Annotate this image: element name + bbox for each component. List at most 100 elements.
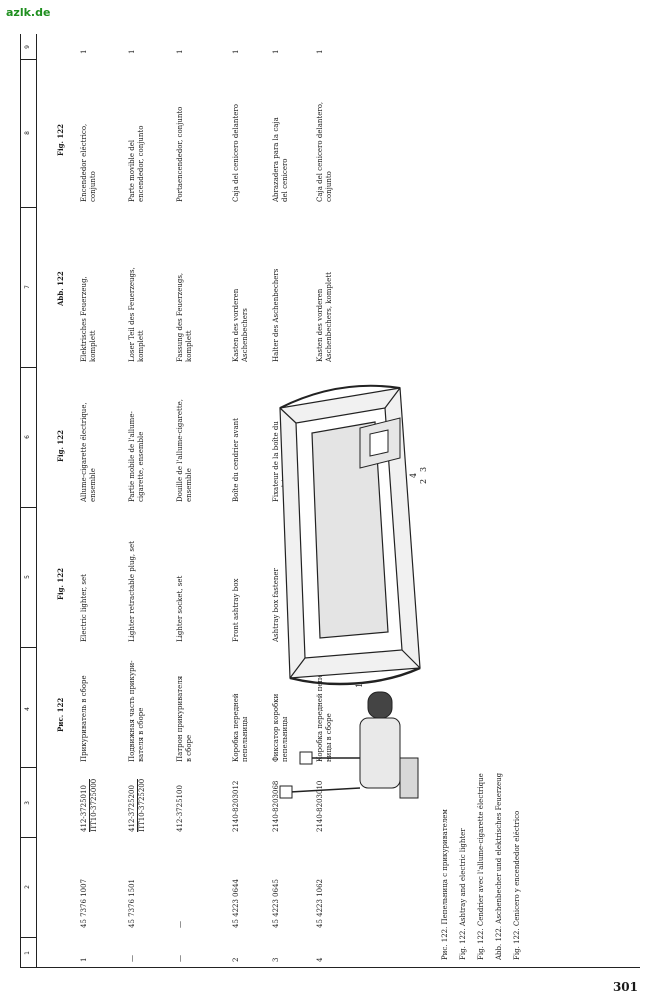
- cell-text-line: komplett: [184, 330, 193, 362]
- cell-text-line: пепельницы: [240, 716, 249, 762]
- column-divider: [20, 837, 36, 838]
- column-number: 1: [24, 951, 31, 955]
- cell-text-line: Прикуриватель в сборе: [80, 675, 88, 762]
- callout-2: 2: [419, 479, 428, 484]
- catalog-number-cell: —: [176, 921, 185, 928]
- position-cell: —: [128, 955, 137, 962]
- position-cell: 3: [272, 958, 281, 962]
- description-en-cell: Lighter socket, set: [176, 576, 185, 642]
- cell-text-line: 3: [272, 957, 280, 962]
- cell-text-line: 1: [232, 49, 240, 54]
- column-divider: [20, 647, 36, 648]
- cell-text-line: в сборе: [184, 734, 193, 762]
- header-en: Fig. 122: [56, 567, 65, 600]
- cell-text-line: 2: [232, 957, 240, 962]
- column-number: 7: [24, 285, 31, 289]
- cell-text-line: Douille de l'allume-cigarette,: [176, 398, 184, 502]
- catalog-number-cell: 45 4223 1062: [316, 879, 325, 928]
- cell-text-line: 45 4223 1062: [316, 879, 324, 928]
- table-header: Рис. 122 Fig. 122 Fig. 122 Abb. 122 Fig.…: [38, 34, 78, 968]
- cell-text-line: komplett: [136, 330, 145, 362]
- cell-text-line: —: [176, 921, 184, 928]
- cell-text-line: Коробка передней: [232, 693, 240, 762]
- header-ru: Рис. 122: [56, 697, 65, 732]
- cell-text-line: Partie mobile de l'allume-: [128, 411, 136, 502]
- cell-text-line: cigarette, ensemble: [136, 431, 145, 502]
- cell-text-line: Encendedor eléctrico,: [80, 123, 88, 202]
- cell-text-line: ensemble: [88, 468, 97, 502]
- column-divider: [20, 59, 36, 60]
- cell-text-line: 412-3725100: [176, 785, 184, 832]
- column-divider: [20, 207, 36, 208]
- cell-text-line: encendedor, conjunto: [136, 125, 145, 202]
- cell-text-line: 1: [272, 49, 280, 54]
- position-cell: 1: [80, 958, 89, 962]
- caption-ru: Рис. 122. Пепельница с прикуривателем: [441, 809, 449, 960]
- cell-text-line: 1: [128, 49, 136, 54]
- description-es-cell: Caja del cenicero delantero,conjunto: [316, 102, 333, 202]
- cell-text-line: conjunto: [324, 171, 333, 202]
- cell-text-line: Патрон прикуривателя: [176, 675, 184, 762]
- description-de-cell: Elektrisches Feuerzeug,komplett: [80, 276, 97, 362]
- electric-lighter-drawing: [279, 691, 419, 799]
- cell-text-line: Allume-cigarette électrique,: [80, 402, 88, 502]
- cell-text-line: Aschenbechers: [240, 308, 249, 362]
- caption-en: Fig. 122. Ashtray and electric lighter: [459, 828, 467, 960]
- part-number-cell: 412-3725100: [176, 785, 185, 832]
- description-ru-cell: Подвижная часть прикури-вателя в сборе: [128, 660, 145, 762]
- position-cell: —: [176, 955, 185, 962]
- ashtray-lighter-illustration: 1 2 3 4: [279, 384, 428, 799]
- cell-text-line: —: [176, 955, 184, 962]
- header-es: Fig. 122: [56, 123, 65, 156]
- column-number: 8: [24, 131, 31, 135]
- caption-es: Fig. 122. Cenicero y encendedor eléctric…: [513, 810, 521, 960]
- cell-text-line: Kasten des vorderen: [232, 288, 240, 362]
- callout-3: 3: [419, 467, 428, 472]
- cell-text-line: —: [128, 955, 136, 962]
- callout-4: 4: [409, 473, 418, 478]
- page-number: 301: [612, 980, 638, 994]
- cell-text-line: Lighter retractable plug, set: [128, 541, 136, 642]
- cell-text-line: 1: [80, 957, 88, 962]
- cell-text-line: Electric lighter, set: [80, 574, 88, 642]
- description-de-cell: Fassung des Feuerzeugs,komplett: [176, 273, 193, 362]
- caption-de: Abb. 122. Aschenbecher und elektrisches …: [495, 772, 503, 960]
- cell-text-line: 1: [316, 49, 324, 54]
- description-fr-cell: Douille de l'allume-cigarette,ensemble: [176, 399, 193, 502]
- quantity-cell: 1: [128, 50, 137, 54]
- catalog-number-cell: 45 7376 1501: [128, 879, 137, 928]
- cell-text-line: del cenicero: [280, 158, 289, 202]
- cell-text-line: ПТ10-3725200: [137, 778, 146, 832]
- cell-text-line: ПТ10-3725000: [89, 778, 98, 832]
- quantity-cell: 1: [176, 50, 185, 54]
- cell-text-line: Caja del cenicero delantero,: [316, 101, 324, 202]
- column-number: 5: [24, 575, 31, 579]
- column-number: 3: [24, 801, 31, 805]
- cell-text-line: Elektrisches Feuerzeug,: [80, 276, 88, 362]
- column-divider: [20, 937, 36, 938]
- figure-caption: Рис. 122. Пепельница с прикуривателем Fi…: [436, 773, 526, 960]
- cell-text-line: вателя в сборе: [136, 707, 145, 762]
- quantity-cell: 1: [80, 50, 89, 54]
- description-es-cell: Portaencendedor, conjunto: [176, 107, 185, 202]
- column-number: 4: [24, 707, 31, 711]
- cell-text-line: Подвижная часть прикури-: [128, 660, 136, 762]
- quantity-cell: 1: [232, 50, 241, 54]
- position-cell: 2: [232, 958, 241, 962]
- cell-text-line: ensemble: [184, 468, 193, 502]
- part-number-cell: 2140-8203012: [232, 781, 241, 832]
- cell-text-line: 45 4223 0645: [272, 879, 280, 928]
- column-number: 6: [24, 435, 31, 439]
- description-en-cell: Electric lighter, set: [80, 574, 89, 642]
- quantity-cell: 1: [272, 50, 281, 54]
- cell-text-line: Abrazadera para la caja: [272, 117, 280, 202]
- description-en-cell: Front ashtray box: [232, 579, 241, 642]
- header-fr: Fig. 122: [56, 429, 65, 462]
- callout-1: 1: [355, 683, 364, 688]
- cell-text-line: Lighter socket, set: [176, 575, 184, 642]
